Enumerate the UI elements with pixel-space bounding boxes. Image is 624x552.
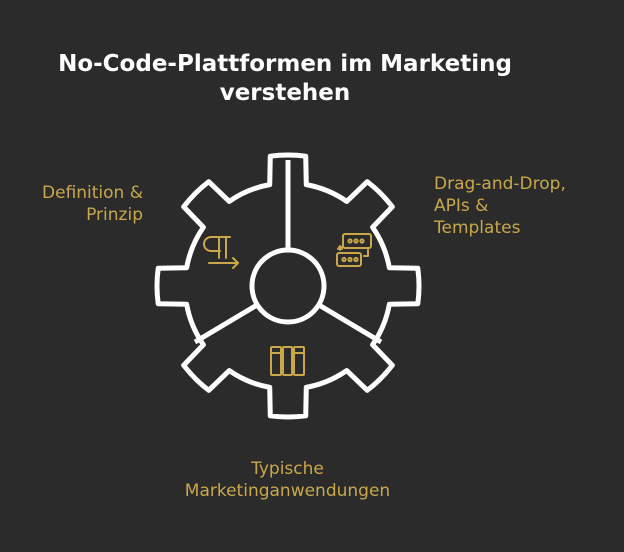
title-line-1: No-Code-Plattformen im Marketing bbox=[58, 51, 512, 77]
label-right-line-3: Templates bbox=[434, 218, 521, 238]
label-marketinganwendungen: Typische Marketinganwendungen bbox=[150, 458, 425, 502]
gear-hub bbox=[249, 247, 327, 325]
library-books-icon bbox=[270, 346, 305, 376]
label-bottom-line-2: Marketinganwendungen bbox=[184, 481, 391, 501]
label-bottom-line-1: Typische bbox=[251, 459, 324, 479]
label-definition-prinzip: Definition & Prinzip bbox=[10, 182, 143, 226]
divider-lower-left bbox=[193, 302, 259, 345]
label-right-line-2: APIs & bbox=[434, 196, 489, 216]
title-line-2: verstehen bbox=[219, 80, 351, 106]
label-left-line-1: Definition & bbox=[42, 183, 143, 203]
label-drag-and-drop: Drag-and-Drop, APIs & Templates bbox=[434, 173, 614, 239]
label-left-line-2: Prinzip bbox=[86, 205, 143, 225]
divider-lower-right bbox=[317, 302, 383, 345]
pilcrow-arrow-icon bbox=[203, 236, 239, 269]
label-right-line-1: Drag-and-Drop, bbox=[434, 174, 566, 194]
gear-outline bbox=[154, 152, 422, 420]
diagram-title: No-Code-Plattformen im Marketing versteh… bbox=[20, 50, 550, 108]
component-blocks-icon bbox=[336, 233, 372, 267]
